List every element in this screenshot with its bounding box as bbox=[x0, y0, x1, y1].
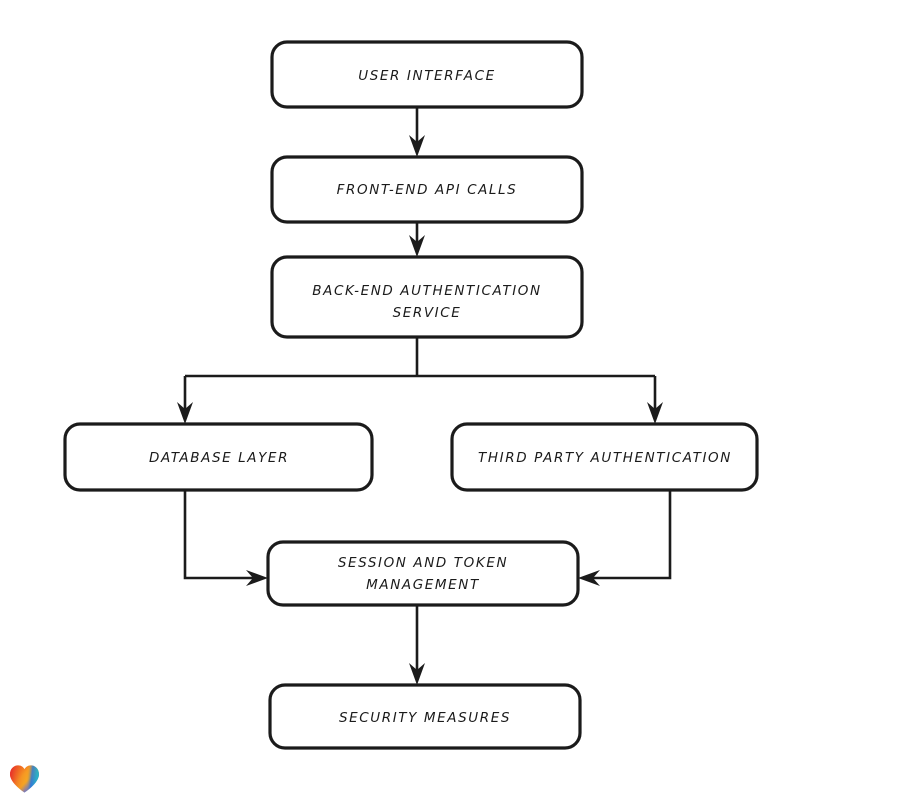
edge-ui-to-api bbox=[409, 107, 425, 157]
edge-thirdparty-to-session-line bbox=[592, 490, 672, 580]
node-security-measures-label: SECURITY MEASURES bbox=[339, 710, 511, 726]
node-user-interface[interactable]: USER INTERFACE bbox=[270, 40, 584, 109]
edge-thirdparty-to-session-arrowhead bbox=[578, 570, 600, 586]
node-security-measures[interactable]: SECURITY MEASURES bbox=[268, 683, 582, 750]
node-security-measures-shape[interactable] bbox=[268, 683, 582, 750]
node-back-end-authentication-service-label-line1: BACK-END AUTHENTICATION bbox=[312, 283, 541, 299]
node-session-and-token-management-shape[interactable] bbox=[266, 540, 580, 607]
edge-api-to-backend-arrowhead bbox=[409, 235, 425, 257]
edge-session-to-security bbox=[409, 605, 425, 685]
node-back-end-authentication-service[interactable]: BACK-END AUTHENTICATION SERVICE bbox=[270, 255, 584, 339]
edge-database-to-session-line bbox=[183, 490, 254, 580]
edge-backend-to-database-arrowhead bbox=[177, 402, 193, 424]
node-database-layer-shape[interactable] bbox=[63, 422, 374, 492]
node-front-end-api-calls-label: FRONT-END API CALLS bbox=[337, 182, 518, 198]
edge-backend-to-thirdparty bbox=[647, 376, 663, 424]
edge-api-to-backend bbox=[409, 222, 425, 257]
node-third-party-authentication[interactable]: THIRD PARTY AUTHENTICATION bbox=[450, 422, 759, 492]
edge-backend-to-database bbox=[177, 376, 193, 424]
node-third-party-authentication-shape[interactable] bbox=[450, 422, 759, 492]
edge-backend-split-bus bbox=[185, 337, 655, 378]
node-user-interface-shape[interactable] bbox=[270, 40, 584, 109]
heart-icon bbox=[10, 765, 39, 793]
edge-thirdparty-to-session bbox=[578, 490, 672, 586]
node-session-and-token-management-label-line2: MANAGEMENT bbox=[366, 577, 480, 593]
node-database-layer-label: DATABASE LAYER bbox=[149, 450, 289, 466]
edge-ui-to-api-arrowhead bbox=[409, 135, 425, 157]
edge-database-to-session bbox=[183, 490, 268, 586]
edge-session-to-security-arrowhead bbox=[409, 663, 425, 685]
node-user-interface-label: USER INTERFACE bbox=[358, 68, 495, 84]
edge-database-to-session-arrowhead bbox=[246, 570, 268, 586]
node-back-end-authentication-service-shape[interactable] bbox=[270, 255, 584, 339]
node-front-end-api-calls-shape[interactable] bbox=[270, 155, 584, 224]
node-third-party-authentication-label: THIRD PARTY AUTHENTICATION bbox=[478, 450, 732, 466]
edge-backend-to-thirdparty-arrowhead bbox=[647, 402, 663, 424]
heart-icon-overlay bbox=[10, 765, 39, 793]
node-back-end-authentication-service-label-line2: SERVICE bbox=[393, 305, 462, 321]
node-session-and-token-management-label-line1: SESSION AND TOKEN bbox=[338, 555, 508, 571]
node-front-end-api-calls[interactable]: FRONT-END API CALLS bbox=[270, 155, 584, 224]
node-session-and-token-management[interactable]: SESSION AND TOKEN MANAGEMENT bbox=[266, 540, 580, 607]
node-database-layer[interactable]: DATABASE LAYER bbox=[63, 422, 374, 492]
